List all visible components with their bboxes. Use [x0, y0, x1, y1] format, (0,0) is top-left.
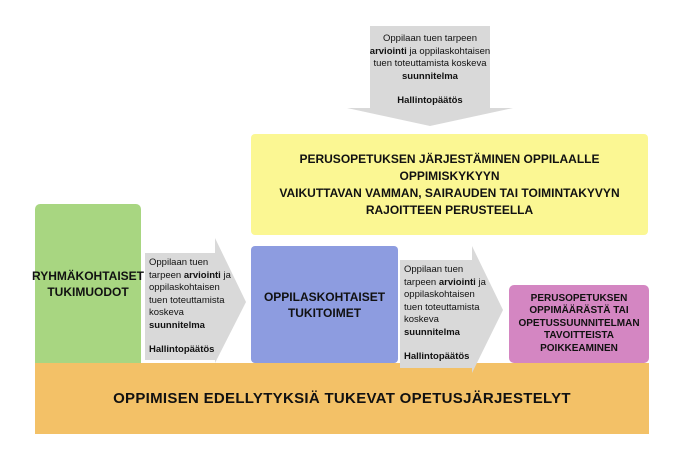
right-arrow-line3: oppilaskohtaisen: [404, 289, 475, 300]
right-arrow-line2c: ja: [475, 276, 486, 288]
right-arrow-text: Oppilaan tuen tarpeen arviointi ja oppil…: [404, 264, 498, 364]
top-arrow-assessment: arviointi: [369, 45, 407, 57]
left-arrow-line4: tuen toteuttamista: [149, 294, 225, 306]
top-arrow-line2: arviointi ja oppilaskohtaisen: [362, 46, 498, 59]
left-arrow-line1: Oppilaan tuen: [149, 257, 209, 268]
blue-box-line1: OPPILASKOHTAISET: [263, 289, 386, 304]
top-arrow-line3: tuen toteuttamista koskeva: [373, 58, 487, 69]
left-arrow-decision: Hallintopäätös: [149, 344, 215, 355]
pink-box-line4: TAVOITTEISTA: [544, 330, 614, 342]
yellow-box-special-support: PERUSOPETUKSEN JÄRJESTÄMINEN OPPILAALLE …: [251, 134, 648, 235]
left-arrow-line5: koskeva: [149, 307, 184, 318]
right-arrow-line1: Oppilaan tuen: [404, 264, 464, 275]
green-box-line2: TUKIMUODOT: [47, 284, 129, 299]
top-arrow-decision: Hallintopäätös: [397, 95, 463, 106]
pink-box-curriculum-deviation: PERUSOPETUKSEN OPPIMÄÄRÄSTÄ TAI OPETUSSU…: [509, 285, 649, 363]
right-arrow-line2: tarpeen arviointi ja: [404, 277, 498, 290]
right-arrow-assessment: arviointi: [438, 276, 476, 288]
right-arrow-line2a: tarpeen: [404, 276, 439, 288]
right-arrow-plan: suunnitelma: [404, 326, 460, 338]
yellow-box-line1: PERUSOPETUKSEN JÄRJESTÄMINEN OPPILAALLE …: [299, 151, 600, 183]
base-box-label: OPPIMISEN EDELLYTYKSIÄ TUKEVAT OPETUSJÄR…: [113, 390, 571, 407]
left-arrow-line3: oppilaskohtaisen: [149, 282, 220, 293]
left-arrow-assessment: arviointi: [183, 269, 221, 281]
top-arrow-line2-rest: ja oppilaskohtaisen: [406, 45, 491, 57]
left-arrow-line2c: ja: [220, 269, 231, 281]
blue-box-line2: TUKITOIMET: [287, 305, 362, 320]
left-arrow-line2: tarpeen arviointi ja: [149, 270, 241, 283]
pink-box-line1: PERUSOPETUKSEN: [530, 292, 628, 304]
left-arrow-line2a: tarpeen: [149, 269, 184, 281]
green-box-group-support: RYHMÄKOHTAISET TUKIMUODOT: [32, 204, 144, 363]
right-arrow-decision: Hallintopäätös: [404, 351, 470, 362]
base-box-learning-arrangements: OPPIMISEN EDELLYTYKSIÄ TUKEVAT OPETUSJÄR…: [35, 363, 649, 434]
pink-box-line5: POIKKEAMINEN: [540, 342, 618, 354]
green-box-line1: RYHMÄKOHTAISET: [32, 268, 144, 283]
yellow-box-line3: RAJOITTEEN PERUSTEELLA: [365, 202, 534, 217]
top-arrow-line1: Oppilaan tuen tarpeen: [382, 33, 478, 44]
pink-box-line3: OPETUSSUUNNITELMAN: [518, 317, 640, 329]
left-arrow-plan: suunnitelma: [149, 319, 205, 331]
left-arrow-text: Oppilaan tuen tarpeen arviointi ja oppil…: [149, 257, 241, 357]
right-arrow-line5: koskeva: [404, 314, 439, 325]
top-arrow-text: Oppilaan tuen tarpeen arviointi ja oppil…: [362, 33, 498, 108]
right-arrow-line4: tuen toteuttamista: [404, 301, 480, 313]
pink-box-line2: OPPIMÄÄRÄSTÄ TAI: [529, 305, 629, 317]
yellow-box-line2: VAIKUTTAVAN VAMMAN, SAIRAUDEN TAI TOIMIN…: [279, 185, 620, 200]
blue-box-individual-support: OPPILASKOHTAISET TUKITOIMET: [251, 246, 398, 363]
top-arrow-plan: suunnitelma: [402, 70, 458, 82]
